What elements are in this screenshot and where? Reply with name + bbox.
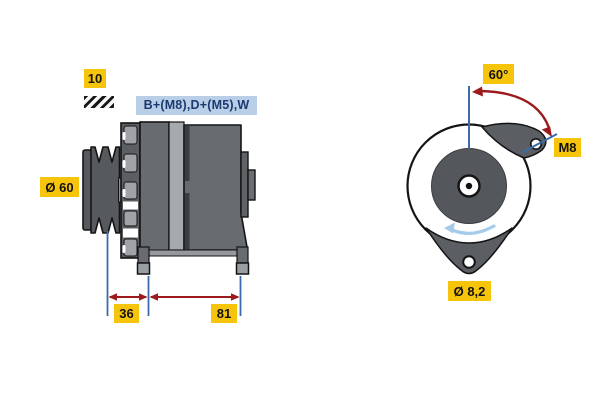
arrowhead (108, 293, 117, 301)
angle-arc-60deg (479, 89, 551, 129)
fan-slot (123, 228, 138, 238)
fan-blade (123, 153, 138, 173)
dimension-36-label: 36 (114, 304, 139, 323)
arrowhead (231, 293, 240, 301)
rear-mount-leg (236, 246, 249, 264)
lug-axis-line (520, 133, 558, 154)
fan-highlight (122, 160, 126, 168)
alternator-side-view (82, 121, 256, 275)
rear-housing (183, 124, 248, 251)
mounting-angle-label: 60° (483, 64, 514, 84)
front-housing (139, 121, 170, 253)
terminal-connections-label: B+(M8),D+(M5),W (136, 96, 257, 115)
shaft-center (465, 182, 473, 190)
stator-band (168, 121, 185, 251)
housing-bolt (185, 193, 190, 250)
belt-width-label: 10 (84, 69, 106, 88)
dimension-81-label: 81 (211, 304, 237, 323)
fan-slot (123, 201, 138, 210)
terminal-stud (247, 169, 256, 201)
mounting-hole (462, 255, 476, 269)
belt-profile-hatch-icon (84, 96, 114, 108)
fan-blade (123, 238, 138, 257)
bottom-mounting-lug (425, 227, 513, 275)
fan-highlight (122, 189, 126, 197)
fan-blade (123, 181, 138, 200)
fan-highlight (122, 132, 126, 140)
terminal-plate (240, 151, 249, 218)
fan-highlight (122, 245, 126, 253)
arrowhead (541, 126, 552, 137)
housing-bolt (185, 126, 190, 181)
housing-underside (148, 249, 239, 257)
fan-blade (123, 210, 138, 227)
front-mount-pad (136, 262, 151, 275)
pulley-diameter-label: Ø 60 (40, 177, 79, 197)
arrowhead (149, 293, 158, 301)
arrowhead (472, 86, 483, 97)
arrowhead (139, 293, 148, 301)
dimension-lines (106, 231, 242, 316)
rear-mount-pad (235, 262, 250, 275)
alternator-rear-view (406, 86, 558, 275)
thread-size-label: M8 (554, 138, 581, 157)
hole-diameter-label: Ø 8,2 (448, 281, 491, 301)
fan-blade (123, 125, 138, 145)
rotation-arrowhead (444, 222, 455, 234)
front-mount-leg (137, 246, 150, 264)
pulley-grooves (90, 146, 121, 234)
